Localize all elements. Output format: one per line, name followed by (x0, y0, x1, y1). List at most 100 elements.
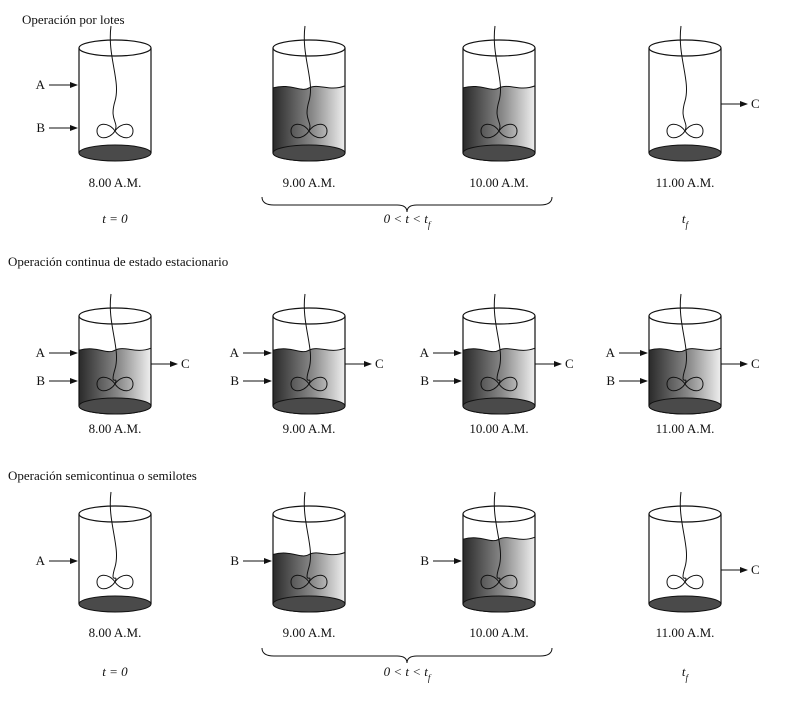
agitator-shaft (109, 293, 117, 385)
reactor-tank: C11.00 A.M. (648, 491, 760, 640)
agitator-shaft (303, 491, 311, 583)
time-label: 9.00 A.M. (283, 625, 336, 640)
outlet-label: C (181, 356, 190, 371)
tank-bottom (272, 397, 346, 415)
start-time-label: t = 0 (102, 664, 128, 679)
tank-bottom (648, 595, 722, 613)
reactor-tank: AB C 9.00 A.M. (230, 293, 384, 436)
impeller-icon (290, 123, 328, 139)
time-label: 11.00 A.M. (656, 421, 715, 436)
time-label: 8.00 A.M. (89, 625, 142, 640)
inlet-label: A (606, 345, 616, 360)
tank-bottom (272, 144, 346, 162)
section-title: Operación continua de estado estacionari… (8, 254, 228, 269)
impeller-icon (666, 376, 704, 392)
agitator-shaft (679, 491, 687, 583)
tank-rim (462, 505, 536, 523)
impeller-icon (96, 376, 134, 392)
tank-rim (462, 307, 536, 325)
reactor-tank: AB C 11.00 A.M. (606, 293, 760, 436)
tank-rim (78, 307, 152, 325)
reactor-tank: AB C 8.00 A.M. (36, 293, 190, 436)
section-2: Operación continua de estado estacionari… (8, 254, 760, 436)
tank-bottom (78, 595, 152, 613)
agitator-shaft (493, 293, 501, 385)
tank-rim (462, 39, 536, 57)
start-time-label: t = 0 (102, 211, 128, 226)
tank-bottom (272, 595, 346, 613)
tank-bottom (78, 144, 152, 162)
time-label: 8.00 A.M. (89, 175, 142, 190)
final-time-label: tf (682, 211, 690, 230)
impeller-icon (290, 376, 328, 392)
tank-rim (78, 505, 152, 523)
inlet-label: A (36, 553, 46, 568)
tank-bottom (648, 397, 722, 415)
impeller-icon (290, 574, 328, 590)
impeller-icon (96, 574, 134, 590)
inlet-label: B (606, 373, 615, 388)
inlet-label: A (420, 345, 430, 360)
outlet-label: C (751, 96, 760, 111)
agitator-shaft (303, 25, 311, 132)
time-brace (261, 647, 553, 664)
tank-rim (272, 505, 346, 523)
tank-rim (272, 307, 346, 325)
reactor-tank: A B 8.00 A.M. (36, 25, 152, 190)
impeller-icon (480, 376, 518, 392)
tank-bottom (462, 595, 536, 613)
outlet-label: C (751, 356, 760, 371)
time-label: 11.00 A.M. (656, 175, 715, 190)
agitator-shaft (493, 491, 501, 583)
impeller-icon (480, 574, 518, 590)
time-label: 9.00 A.M. (283, 421, 336, 436)
tank-bottom (648, 144, 722, 162)
reactor-tank: C 11.00 A.M. (648, 25, 760, 190)
time-label: 9.00 A.M. (283, 175, 336, 190)
agitator-shaft (679, 293, 687, 385)
time-label: 10.00 A.M. (469, 625, 528, 640)
tank-bottom (78, 397, 152, 415)
interval-time-label: 0 < t < tf (384, 211, 432, 230)
tank-rim (648, 307, 722, 325)
final-time-label: tf (682, 664, 690, 683)
inlet-label: A (36, 77, 46, 92)
inlet-label: A (36, 345, 46, 360)
inlet-label: B (230, 373, 239, 388)
time-label: 8.00 A.M. (89, 421, 142, 436)
inlet-label: A (230, 345, 240, 360)
inlet-label: B (420, 553, 429, 568)
reactor-tank: B 10.00 A.M. (420, 491, 536, 640)
reactor-tank: A 8.00 A.M. (36, 491, 152, 640)
tank-rim (78, 39, 152, 57)
impeller-icon (666, 574, 704, 590)
tank-rim (648, 39, 722, 57)
inlet-label: B (230, 553, 239, 568)
inlet-label: B (36, 120, 45, 135)
inlet-label: B (36, 373, 45, 388)
reactor-tank: 9.00 A.M. (272, 25, 346, 190)
reactor-tank: B 9.00 A.M. (230, 491, 346, 640)
impeller-icon (480, 123, 518, 139)
impeller-icon (666, 123, 704, 139)
tank-bottom (462, 397, 536, 415)
tank-rim (272, 39, 346, 57)
agitator-shaft (493, 25, 501, 132)
inlet-label: B (420, 373, 429, 388)
tank-bottom (462, 144, 536, 162)
impeller-icon (96, 123, 134, 139)
agitator-shaft (679, 25, 687, 132)
agitator-shaft (109, 491, 117, 583)
agitator-shaft (109, 25, 117, 132)
reactor-tank: 10.00 A.M. (462, 25, 536, 190)
time-label: 11.00 A.M. (656, 625, 715, 640)
section-title: Operación semicontinua o semilotes (8, 468, 197, 483)
time-label: 10.00 A.M. (469, 421, 528, 436)
tank-rim (648, 505, 722, 523)
agitator-shaft (303, 293, 311, 385)
outlet-label: C (375, 356, 384, 371)
